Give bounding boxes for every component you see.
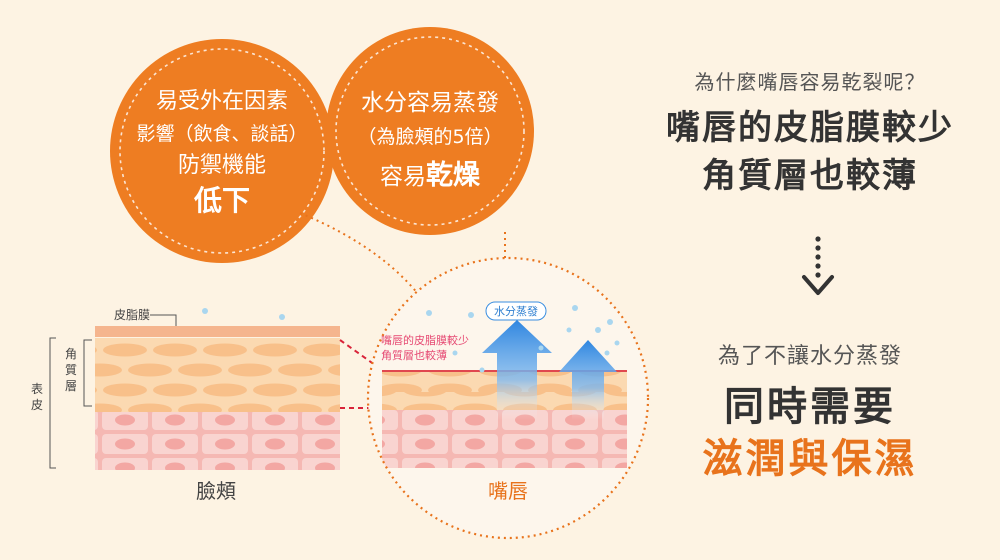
bubble-right: 水分容易蒸發 （為臉頰的5倍） 容易乾燥 (326, 27, 534, 235)
caption-cheek: 臉頰 (196, 479, 236, 503)
water-droplets-lips (426, 305, 620, 373)
bubble-right-line3-normal: 容易 (380, 164, 426, 190)
bubble-left-line3: 防禦機能 (178, 153, 266, 178)
cheek-skin (95, 326, 340, 470)
bubble-left: 易受外在因素 影響（飲食、談話） 防禦機能 低下 (110, 39, 334, 263)
bubble-right-line2: （為臉頰的5倍） (357, 126, 502, 148)
need-line2: 滋潤與保濕 (702, 436, 918, 482)
bubble-right-line1: 水分容易蒸發 (361, 90, 499, 116)
bubble-left-line1: 易受外在因素 (156, 89, 288, 114)
question-text: 為什麼嘴唇容易乾裂呢？ (694, 70, 926, 94)
evaporation-badge: 水分蒸發 (485, 301, 547, 321)
sub-text: 為了不讓水分蒸發 (717, 344, 902, 369)
answer-line2: 角質層也較薄 (702, 156, 918, 196)
water-droplets-cheek (202, 308, 285, 320)
label-sebum: 皮脂膜 (114, 307, 150, 322)
label-stratum-text: 角質層 (65, 347, 77, 393)
lip-note-line1: 嘴唇的皮脂膜較少 (381, 333, 469, 347)
cheek-brackets (49, 314, 177, 469)
bubble-left-line4: 低下 (193, 184, 250, 217)
answer-line1: 嘴唇的皮脂膜較少 (666, 108, 954, 148)
label-stratum: 角質層 (60, 340, 82, 406)
layer-connectors (339, 339, 383, 409)
lip-note-line2: 角質層也較薄 (381, 348, 447, 362)
need-line1: 同時需要 (724, 384, 896, 430)
label-epidermis: 表皮 (31, 382, 43, 412)
bubble-right-line3: 容易乾燥 (380, 160, 481, 191)
bubble-right-line3-bold: 乾燥 (426, 160, 481, 191)
bubble-left-line2: 影響（飲食、談話） (136, 123, 307, 145)
caption-lips: 嘴唇 (488, 479, 528, 503)
arrow-down-icon (802, 236, 834, 295)
evaporation-arrows (482, 320, 617, 420)
evaporation-label: 水分蒸發 (494, 304, 538, 318)
